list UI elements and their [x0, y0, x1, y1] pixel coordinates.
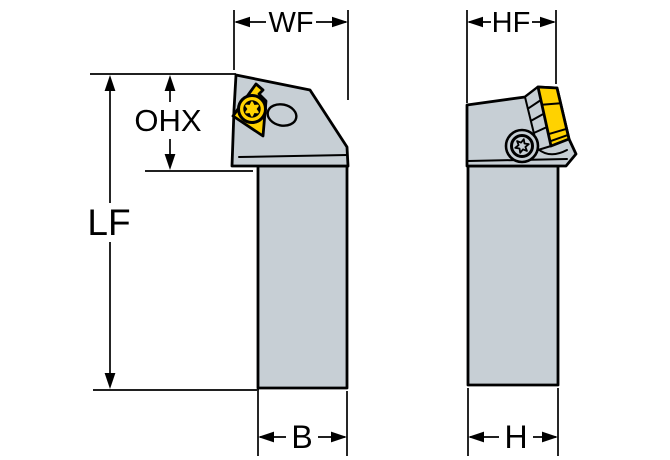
wf-dimension: WF: [233, 7, 349, 100]
hf-label: HF: [492, 7, 531, 39]
b-label: B: [291, 419, 312, 455]
wf-label: WF: [268, 7, 313, 39]
serration-line: [529, 112, 545, 122]
side-shank: [466, 164, 560, 387]
lf-arrow-down-icon: [104, 373, 116, 389]
hf-arrow-right-icon: [540, 16, 556, 28]
ohx-arrow-up-icon: [164, 75, 176, 91]
lf-label: LF: [87, 202, 130, 243]
wf-arrow-right-icon: [332, 16, 348, 28]
insert-segment-line: [549, 133, 569, 143]
side-clamp-curve: [537, 148, 568, 156]
b-arrow-right-icon: [331, 431, 347, 443]
front-flange-line: [238, 154, 348, 158]
h-label: H: [504, 419, 527, 455]
serration-line: [532, 126, 548, 134]
side-torx-icon: [514, 138, 530, 154]
side-view: HF H: [465, 7, 578, 456]
h-arrow-left-icon: [468, 431, 484, 443]
front-view: WF OHX LF B: [87, 7, 350, 456]
lf-arrow-up-icon: [104, 75, 116, 91]
ohx-label: OHX: [134, 103, 202, 138]
h-arrow-right-icon: [542, 431, 558, 443]
front-clamp: [266, 103, 298, 127]
front-holder: [230, 73, 350, 390]
serration-line: [526, 99, 542, 110]
wf-arrow-left-icon: [234, 16, 250, 28]
hf-dimension: HF: [466, 7, 557, 103]
front-shank: [256, 164, 349, 390]
ohx-dimension: OHX: [134, 75, 253, 172]
lf-dimension: LF: [87, 73, 259, 391]
b-dimension: B: [257, 391, 348, 456]
hf-arrow-left-icon: [467, 16, 483, 28]
front-torx-icon: [245, 101, 259, 117]
b-arrow-left-icon: [258, 431, 274, 443]
ohx-arrow-down-icon: [164, 154, 176, 170]
h-dimension: H: [467, 388, 559, 456]
side-holder: [465, 85, 578, 387]
insert-segment-line: [540, 102, 562, 106]
insert-segment-line: [547, 127, 568, 136]
